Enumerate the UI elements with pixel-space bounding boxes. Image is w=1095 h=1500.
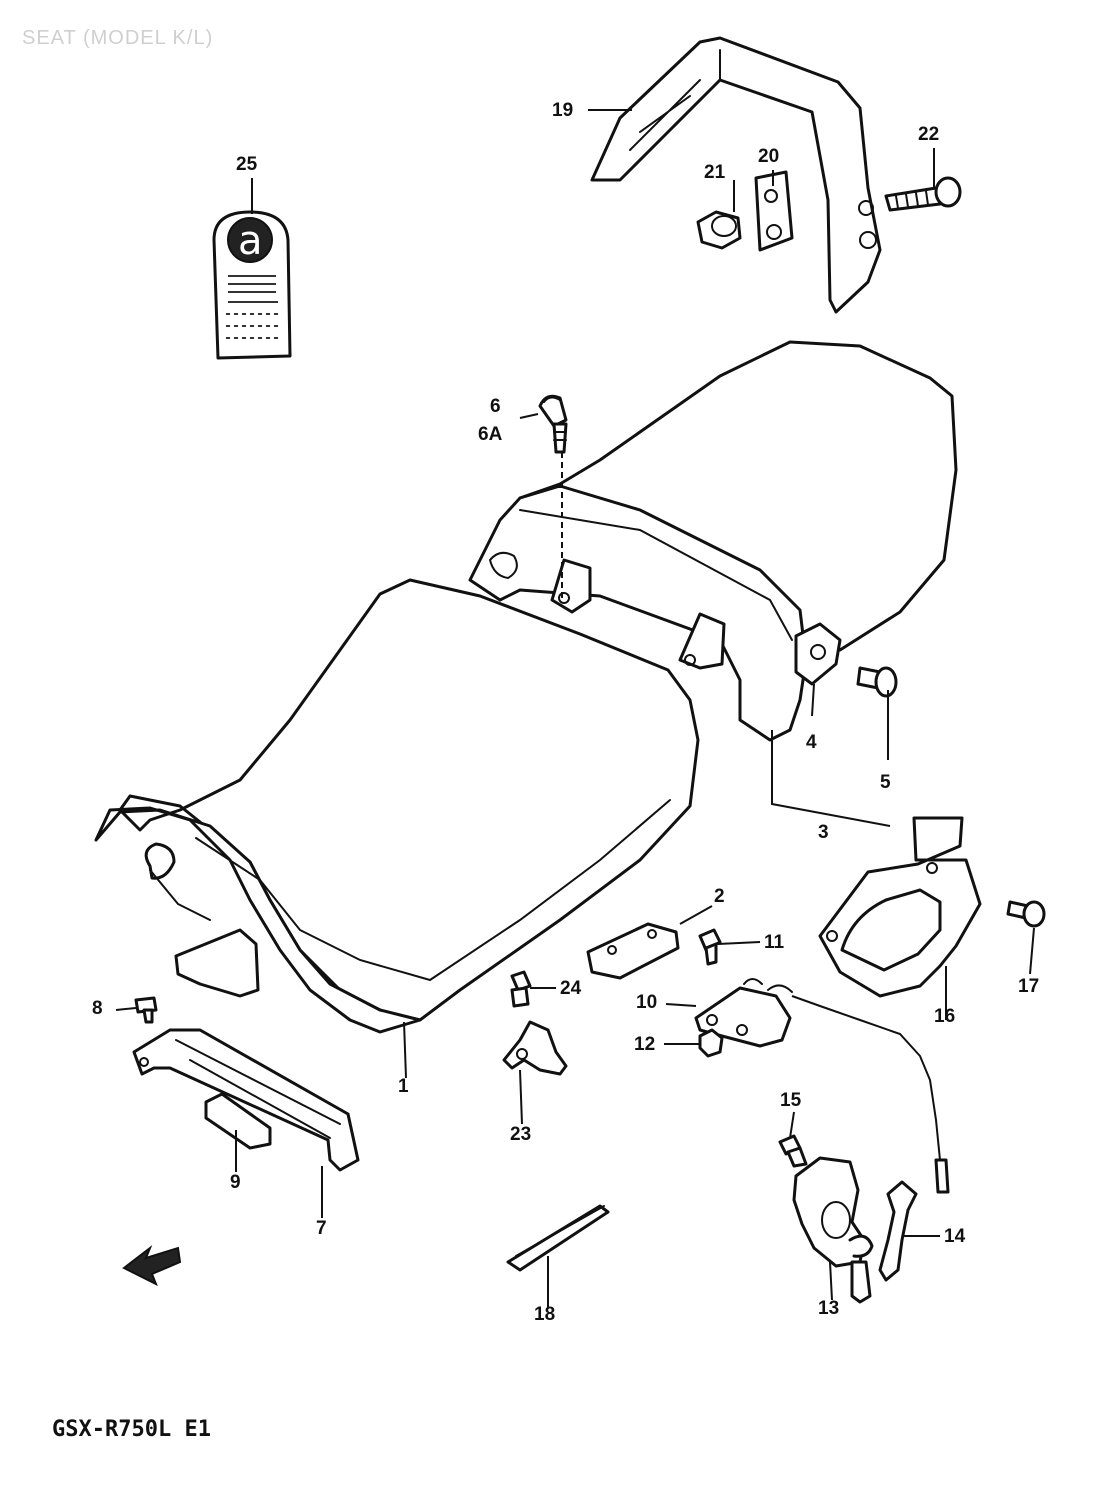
handle-bolt [884, 176, 962, 212]
cover-screw [1006, 900, 1046, 928]
callout-8: 8 [92, 998, 103, 1019]
seat-cover-bracket [818, 816, 982, 998]
cable-tie [506, 1204, 610, 1272]
callout-labels: 19 20 21 22 25 6 6A 4 5 3 2 11 17 16 24 … [92, 100, 1039, 1325]
callout-21: 21 [704, 162, 726, 183]
callout-23: 23 [510, 1124, 531, 1145]
callout-12: 12 [634, 1034, 655, 1055]
callout-18: 18 [534, 1304, 555, 1325]
bracket-screw [134, 996, 158, 1024]
front-direction-arrow [122, 1244, 182, 1287]
callout-5: 5 [880, 772, 891, 793]
callout-11: 11 [764, 932, 785, 953]
callout-6: 6 [490, 396, 501, 417]
cable-clamp [502, 1020, 568, 1076]
rear-seat [468, 340, 958, 742]
callout-9: 9 [230, 1172, 241, 1193]
seat-bolt-ring [538, 394, 568, 600]
seat-damper [204, 1092, 272, 1150]
callout-25: 25 [236, 154, 258, 175]
callout-19: 19 [552, 100, 573, 121]
front-seat [94, 578, 700, 1034]
svg-text:a: a [238, 218, 263, 264]
callout-14: 14 [944, 1226, 966, 1247]
seat-cushion-pad [586, 922, 680, 980]
lock-bolt [698, 928, 722, 966]
callout-1: 1 [398, 1076, 409, 1097]
callout-22: 22 [918, 124, 939, 145]
lock-screw [778, 1134, 808, 1168]
callout-3: 3 [818, 822, 829, 843]
lock-rod [878, 1180, 918, 1282]
clamp-bolt [510, 970, 532, 1008]
callout-15: 15 [780, 1090, 802, 1111]
model-code: GSX-R750L E1 [52, 1417, 211, 1442]
callout-16: 16 [934, 1006, 955, 1027]
front-seat-bracket [132, 1028, 360, 1172]
callout-10: 10 [636, 992, 657, 1013]
collar [696, 210, 742, 250]
lock-nut [698, 1028, 724, 1058]
callout-13: 13 [818, 1298, 839, 1319]
diagram-title: SEAT (MODEL K/L) [22, 27, 213, 49]
seat-lock [792, 1156, 874, 1304]
seat-screw [856, 666, 898, 698]
callout-17: 17 [1018, 976, 1039, 997]
leader-lines [115, 109, 1035, 1308]
callout-4: 4 [806, 732, 817, 753]
callout-7: 7 [316, 1218, 327, 1239]
caution-label-tag: a [212, 210, 292, 360]
callout-6a: 6A [478, 424, 503, 445]
callout-2: 2 [714, 886, 725, 907]
grab-handle [590, 36, 882, 314]
handle-plate [754, 170, 794, 252]
callout-20: 20 [758, 146, 779, 167]
callout-24: 24 [560, 978, 582, 999]
seat-hook [794, 622, 842, 686]
